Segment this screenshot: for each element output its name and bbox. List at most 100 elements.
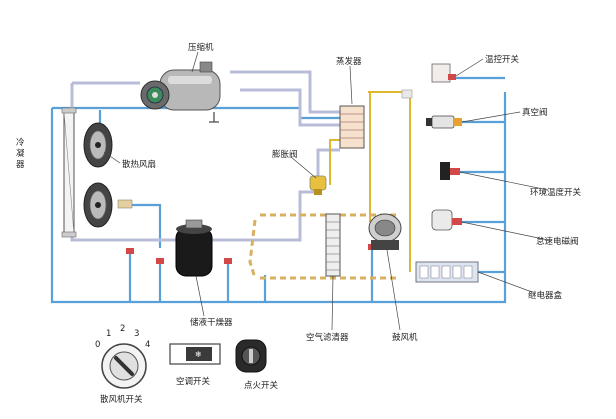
compressor <box>140 61 221 123</box>
blower-switch[interactable]: 0 1 2 3 4 <box>95 324 150 389</box>
temp-switch <box>431 63 456 83</box>
connector <box>156 258 164 264</box>
label-cooling-fan: 散热风扇 <box>122 159 156 170</box>
ambient-switch-lead <box>450 168 460 175</box>
label-expansion-valve: 膨胀阀 <box>272 149 298 160</box>
expansion-valve-body <box>309 175 327 191</box>
ac-switch-button[interactable] <box>186 347 212 361</box>
yellow-wire-expansion <box>329 139 340 185</box>
callout-receiver-drier <box>195 275 205 317</box>
connector-top <box>401 89 413 99</box>
yellow-wiring <box>329 89 413 272</box>
labels: 压缩机 蒸发器 温控开关 真空阀 散热风扇 膨胀阀 环境温度开关 怠速电磁阀 继… <box>16 42 582 405</box>
knob-position-1: 1 <box>106 329 111 339</box>
label-condenser-char: 凝 <box>16 148 25 159</box>
expansion-valve-stem <box>314 189 322 195</box>
pipe-drier-expansion <box>210 148 340 242</box>
knob-position-3: 3 <box>134 329 139 339</box>
condenser <box>61 107 77 238</box>
blower-motor <box>371 240 399 250</box>
compressor-highlight <box>168 76 212 84</box>
label-receiver-drier: 储液干燥器 <box>190 317 233 328</box>
vacuum-valve <box>426 115 462 129</box>
knob-position-0: 0 <box>95 340 100 350</box>
drier-top <box>176 224 212 234</box>
relay-box <box>415 261 479 283</box>
blower-switch-pointer <box>114 356 134 376</box>
temp-switch-lead <box>448 74 456 80</box>
wire-fan-bottom <box>120 203 162 248</box>
knob-position-4: 4 <box>145 340 150 350</box>
vacuum-valve-body <box>431 115 455 129</box>
expansion-valve <box>309 175 327 195</box>
callout-relay-box <box>477 271 533 293</box>
label-solenoid-valve: 怠速电磁阀 <box>536 236 579 247</box>
filter-frame <box>325 213 341 277</box>
pipe-condenser-drier <box>70 232 190 242</box>
callout-compressor <box>191 51 199 73</box>
ignition-switch[interactable] <box>235 339 267 373</box>
compressor-port <box>199 61 213 73</box>
cooling-fan-lower <box>83 182 133 228</box>
callout-lines <box>103 51 549 331</box>
callout-cooling-fan <box>103 151 121 164</box>
blower-wheel <box>374 219 396 237</box>
ac-switch[interactable]: ❄ <box>169 343 221 365</box>
label-condenser-char: 器 <box>16 160 25 170</box>
receiver-drier <box>175 219 213 277</box>
label-temp-switch: 温控开关 <box>485 54 520 65</box>
label-ac-switch: 空调开关 <box>176 376 211 387</box>
label-blower: 鼓风机 <box>392 332 418 343</box>
label-relay-box: 继电器盒 <box>528 290 563 301</box>
callout-solenoid <box>461 221 549 241</box>
air-filter <box>325 213 341 277</box>
label-air-filter: 空气滤清器 <box>306 332 349 343</box>
label-evaporator: 蒸发器 <box>336 56 362 67</box>
blower <box>368 213 402 250</box>
callout-temp-switch <box>455 58 484 77</box>
label-vacuum-valve: 真空阀 <box>522 107 548 118</box>
callout-blower <box>386 249 401 331</box>
condenser-shade <box>63 111 75 235</box>
condenser-cap-top <box>61 107 77 114</box>
fan-lower-hub <box>95 202 101 208</box>
label-compressor: 压缩机 <box>188 42 214 53</box>
evaporator-core <box>339 105 365 149</box>
vacuum-valve-lead <box>454 118 462 126</box>
key-slot-icon <box>249 349 253 363</box>
label-blower-switch: 散风机开关 <box>100 394 143 405</box>
callout-air-filter <box>331 275 334 331</box>
solenoid-body <box>431 209 453 231</box>
cooling-fan-upper <box>83 122 113 168</box>
ambient-temp-switch <box>440 162 460 180</box>
condenser-cap-bottom <box>61 231 77 238</box>
snowflake-icon: ❄ <box>195 350 202 359</box>
label-ignition-switch: 点火开关 <box>244 380 279 391</box>
drier-cap <box>185 219 203 229</box>
main-wire-loop <box>50 92 507 304</box>
pipe-compressor-evaporator <box>230 70 340 114</box>
connector <box>126 248 134 254</box>
callout-evaporator <box>349 65 353 105</box>
knob-position-2: 2 <box>120 324 125 334</box>
label-condenser: 冷凝器 <box>16 137 25 170</box>
solenoid-lead <box>452 218 462 225</box>
callout-ambient-switch <box>459 171 549 191</box>
callout-expansion-valve <box>290 156 317 179</box>
label-condenser-char: 冷 <box>16 137 25 148</box>
callout-vacuum-valve <box>461 111 521 123</box>
fan-upper-hub <box>95 142 101 148</box>
fan-connector <box>117 199 133 209</box>
duct-left <box>248 219 257 279</box>
evaporator <box>339 105 365 149</box>
pipe-suction <box>240 88 340 127</box>
drier-body <box>175 227 213 277</box>
ambient-switch-body <box>440 162 450 180</box>
temp-switch-body <box>431 63 451 83</box>
label-ambient-temp-switch: 环境温度开关 <box>530 187 582 198</box>
connector <box>224 258 232 264</box>
solenoid-valve <box>431 209 462 231</box>
vacuum-valve-end <box>426 118 432 126</box>
